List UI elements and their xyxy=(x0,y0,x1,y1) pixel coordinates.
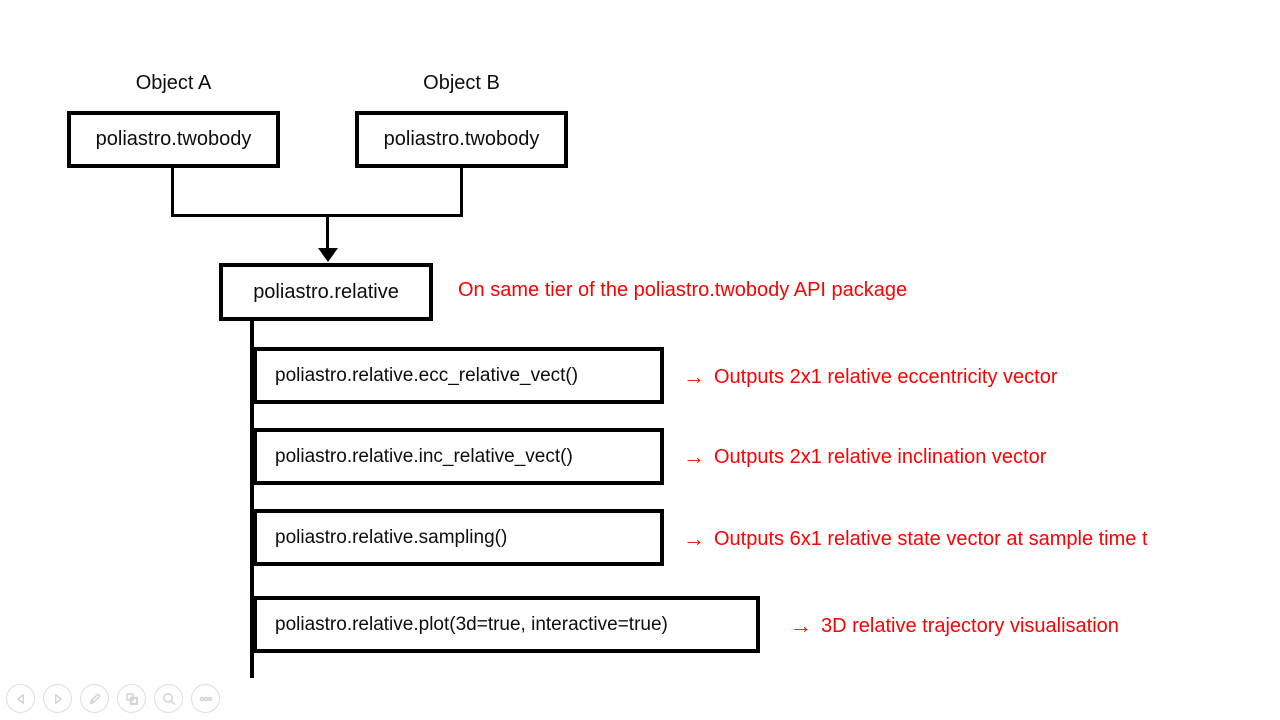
annotation-text: 3D relative trajectory visualisation xyxy=(821,614,1119,637)
red-arrow-icon: → xyxy=(683,364,705,389)
see-all-slides-button[interactable] xyxy=(117,684,146,713)
object-a-label: Object A xyxy=(135,72,212,94)
pen-tools-button[interactable] xyxy=(80,684,109,713)
annotation-text: On same tier of the poliastro.twobody AP… xyxy=(458,278,908,301)
api-box-sampling: poliastro.relative.sampling() xyxy=(253,509,664,566)
object-b-label: Object B xyxy=(423,72,500,94)
trunk-line xyxy=(250,319,254,678)
twobody-box-b: poliastro.twobody xyxy=(355,111,568,168)
slides-grid-icon xyxy=(125,692,138,705)
api-box-plot: poliastro.relative.plot(3d=true, interac… xyxy=(253,596,760,653)
api-box-inc-relative-vect: poliastro.relative.inc_relative_vect() xyxy=(253,428,664,485)
zoom-slide-button[interactable] xyxy=(154,684,183,713)
annotation-ecc: → Outputs 2x1 relative eccentricity vect… xyxy=(683,364,1057,390)
annotation-text: Outputs 6x1 relative state vector at sam… xyxy=(714,527,1148,550)
magnifier-icon xyxy=(162,692,175,705)
relative-annotation: On same tier of the poliastro.twobody AP… xyxy=(458,277,907,303)
annotation-inc: → Outputs 2x1 relative inclination vecto… xyxy=(683,444,1046,470)
annotation-text: Outputs 2x1 relative eccentricity vector xyxy=(714,365,1058,388)
triangle-left-icon xyxy=(16,693,24,704)
red-arrow-icon: → xyxy=(683,526,705,551)
presenter-toolbar xyxy=(6,684,220,713)
previous-slide-button[interactable] xyxy=(6,684,35,713)
annotation-plot: → 3D relative trajectory visualisation xyxy=(790,613,1119,639)
arrow-down-icon xyxy=(318,248,338,262)
relative-box: poliastro.relative xyxy=(219,263,433,321)
connector-a-down xyxy=(171,168,174,217)
red-arrow-icon: → xyxy=(790,613,812,638)
connector-merge-bar xyxy=(171,214,463,217)
triangle-right-icon xyxy=(54,693,62,704)
red-arrow-icon: → xyxy=(683,444,705,469)
ellipsis-icon xyxy=(199,696,212,701)
more-options-button[interactable] xyxy=(191,684,220,713)
api-box-ecc-relative-vect: poliastro.relative.ecc_relative_vect() xyxy=(253,347,664,404)
arrow-shaft xyxy=(326,214,329,250)
annotation-text: Outputs 2x1 relative inclination vector xyxy=(714,445,1047,468)
next-slide-button[interactable] xyxy=(43,684,72,713)
twobody-box-a: poliastro.twobody xyxy=(67,111,280,168)
annotation-sampling: → Outputs 6x1 relative state vector at s… xyxy=(683,526,1148,552)
connector-b-down xyxy=(460,168,463,217)
pen-icon xyxy=(89,692,101,704)
